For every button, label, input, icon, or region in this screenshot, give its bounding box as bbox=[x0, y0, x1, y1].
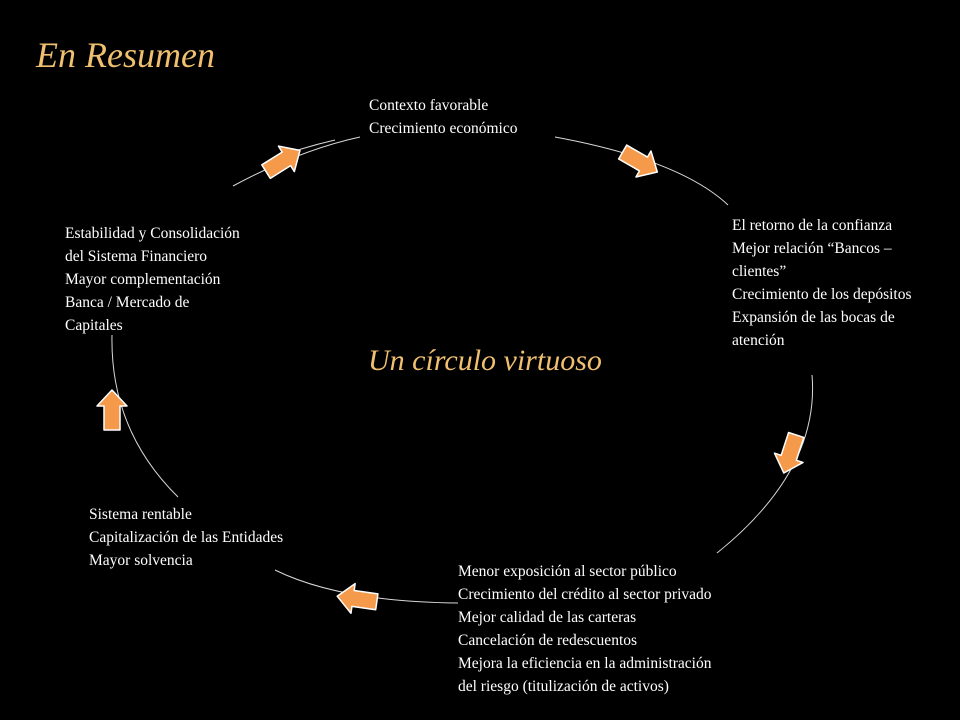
center-label: Un círculo virtuoso bbox=[368, 344, 602, 377]
cycle-curve bbox=[554, 136, 729, 206]
block-arrow-icon bbox=[96, 389, 128, 431]
slide-title: En Resumen bbox=[36, 35, 215, 75]
block-arrow-icon bbox=[617, 144, 659, 178]
node-text-line: Sistema rentable bbox=[89, 506, 192, 523]
node-text-line: Crecimiento de los depósitos bbox=[732, 286, 912, 303]
node-text-line: Capitalización de las Entidades bbox=[89, 529, 284, 546]
node-text-line: Capitales bbox=[65, 317, 123, 334]
node-text-line: del riesgo (titulización de activos) bbox=[458, 678, 669, 695]
node-text-line: Mayor complementación bbox=[65, 271, 221, 288]
node-text-line: Contexto favorable bbox=[369, 97, 489, 114]
block-arrow-icon bbox=[336, 582, 379, 615]
node-text-line: Crecimiento económico bbox=[369, 120, 518, 137]
node-text-line: Estabilidad y Consolidación bbox=[65, 225, 240, 242]
node-text-line: Expansión de las bocas de bbox=[732, 309, 895, 326]
node-text-line: Cancelación de redescuentos bbox=[458, 632, 638, 649]
node-text-line: Menor exposición al sector público bbox=[458, 563, 677, 580]
cycle-arrows bbox=[96, 144, 805, 615]
node-text-line: Crecimiento del crédito al sector privad… bbox=[458, 586, 712, 603]
block-arrow-icon bbox=[261, 145, 301, 180]
node-estabilidad: Estabilidad y Consolidación del Sistema F… bbox=[65, 222, 240, 337]
block-arrow-icon bbox=[773, 431, 805, 474]
node-text-line: atención bbox=[732, 332, 785, 349]
node-text-line: Mejor relación “Bancos – bbox=[732, 240, 892, 257]
node-text-line: Banca / Mercado de bbox=[65, 294, 190, 311]
node-text-line: El retorno de la confianza bbox=[732, 217, 893, 234]
cycle-curve bbox=[111, 334, 179, 498]
node-text-line: Mejora la eficiencia en la administració… bbox=[458, 655, 712, 672]
node-text-line: Mayor solvencia bbox=[89, 552, 193, 569]
node-text-line: clientes” bbox=[732, 263, 787, 280]
node-text-line: del Sistema Financiero bbox=[65, 248, 208, 265]
node-text-line: Mejor calidad de las carteras bbox=[458, 609, 637, 626]
